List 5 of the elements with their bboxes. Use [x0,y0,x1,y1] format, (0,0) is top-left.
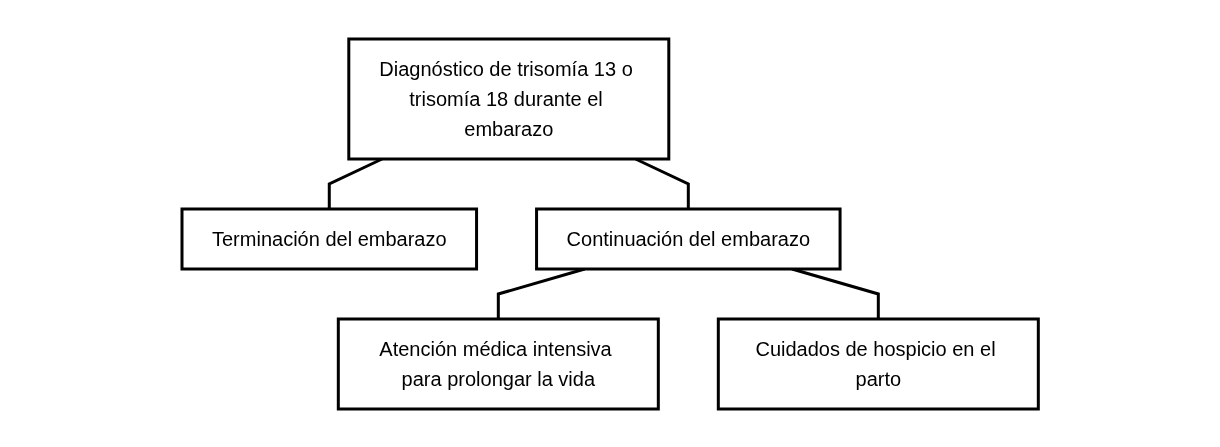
node-box: Diagnóstico de trisomía 13 o trisomía 18 durante el embarazo [347,37,671,160]
node-box: Terminación del embarazo [180,207,478,270]
node-box: Continuación del embarazo [534,207,842,270]
node-box: Cuidados de hospicio en el parto [716,317,1040,410]
node-box: Atención médica intensiva para prolongar la vida [336,317,660,410]
